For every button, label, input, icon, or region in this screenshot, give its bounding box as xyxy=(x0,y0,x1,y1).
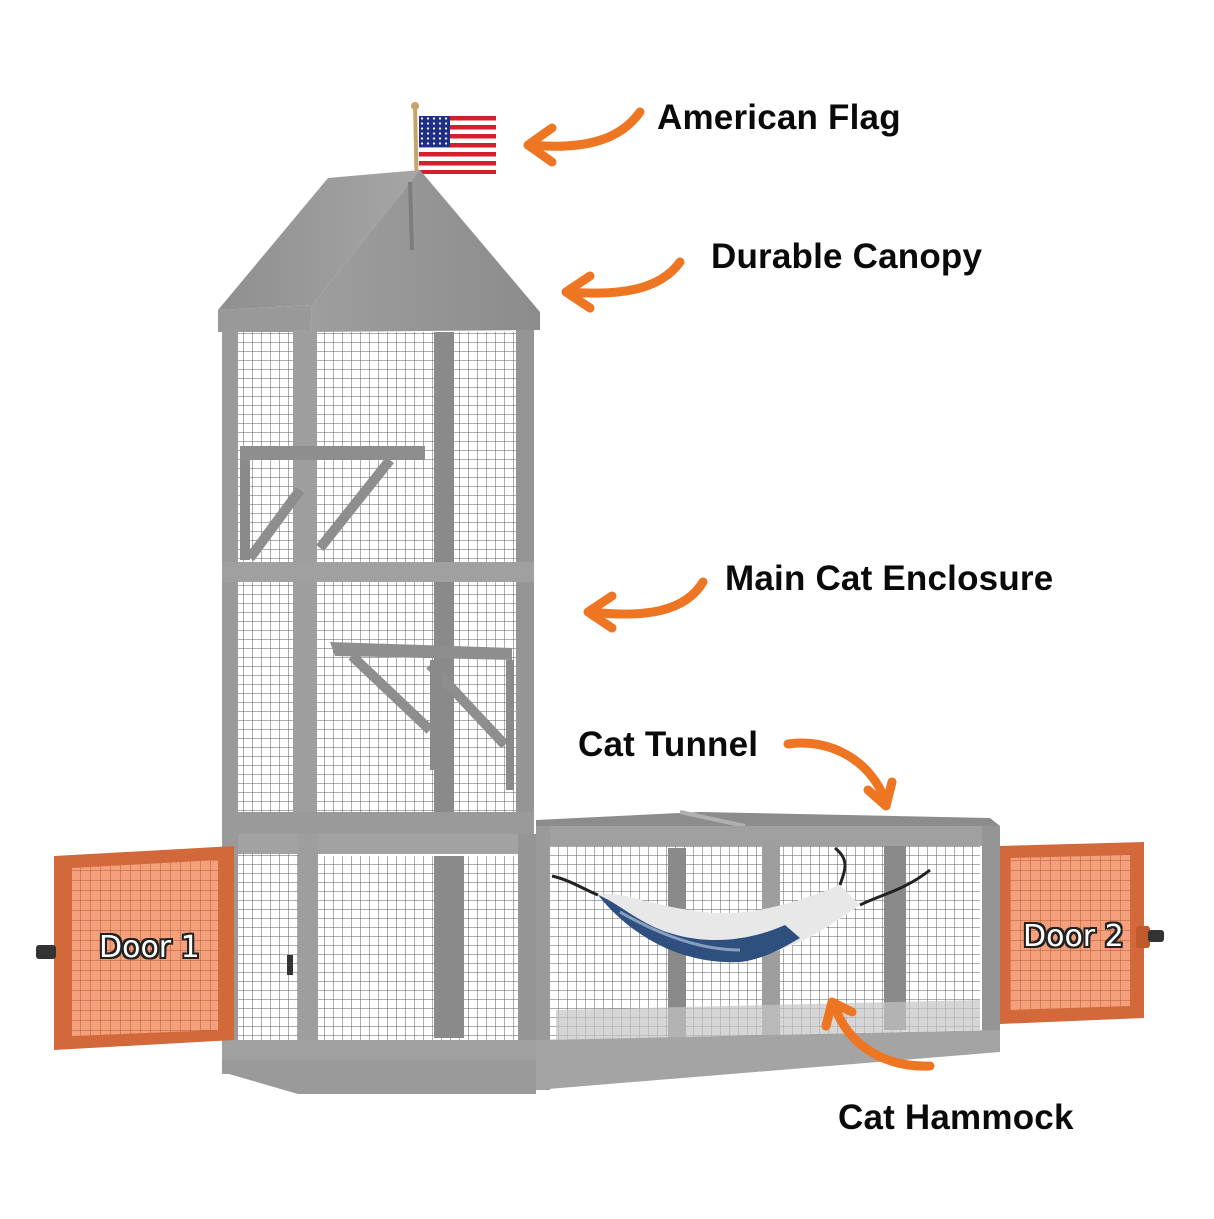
arrow-hammock-icon xyxy=(821,997,935,1071)
cat-hammock-icon xyxy=(551,846,931,963)
arrow-flag-icon xyxy=(523,107,645,167)
label-durable-canopy: Durable Canopy xyxy=(711,237,983,276)
arrow-enclosure-icon xyxy=(583,577,708,633)
label-cat-hammock: Cat Hammock xyxy=(838,1098,1074,1137)
door-2-panel[interactable] xyxy=(1000,842,1164,1024)
label-door-2: Door 2 xyxy=(1023,919,1124,954)
label-american-flag: American Flag xyxy=(657,98,901,137)
lower-enclosure-box xyxy=(222,834,536,1094)
american-flag-icon xyxy=(411,102,496,246)
callout-arrows xyxy=(523,107,935,1071)
arrow-canopy-icon xyxy=(561,257,685,313)
canopy-roof xyxy=(218,170,540,332)
door-1-panel[interactable] xyxy=(36,846,234,1050)
main-enclosure-tower xyxy=(222,330,534,834)
arrow-tunnel-icon xyxy=(783,738,897,811)
label-door-1: Door 1 xyxy=(99,930,200,965)
label-cat-tunnel: Cat Tunnel xyxy=(578,725,759,764)
label-main-cat-enclosure: Main Cat Enclosure xyxy=(725,559,1054,598)
